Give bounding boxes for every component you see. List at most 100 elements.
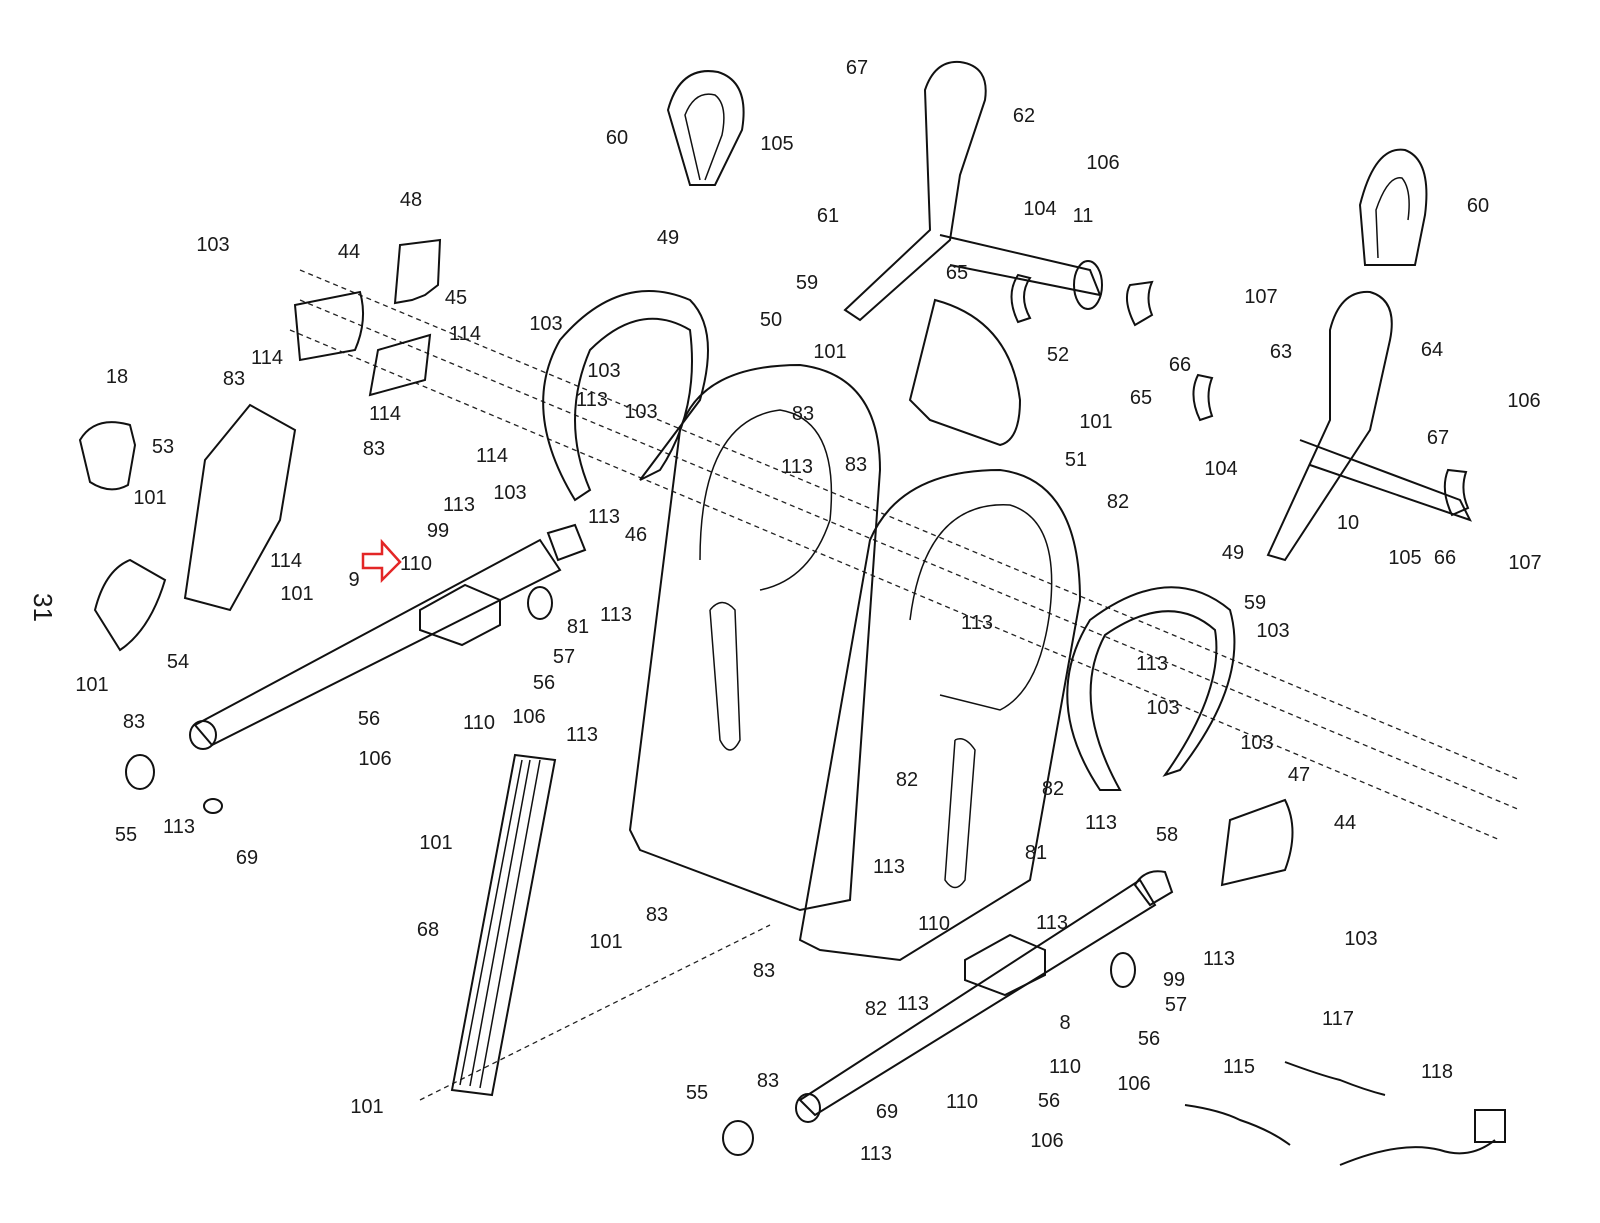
upper-handlebar-11 xyxy=(843,60,1154,327)
part-label-83: 83 xyxy=(844,454,868,476)
part-label-69: 69 xyxy=(235,847,259,869)
part-label-99: 99 xyxy=(1162,969,1186,991)
part-label-118: 118 xyxy=(1421,1061,1453,1083)
end-cap-44-right xyxy=(1220,798,1294,887)
part-label-65: 65 xyxy=(945,262,969,284)
part-label-114: 114 xyxy=(476,445,508,467)
part-label-103: 103 xyxy=(624,401,658,423)
frame-shell-51 xyxy=(798,468,1082,962)
part-label-53: 53 xyxy=(151,436,175,458)
part-label-110: 110 xyxy=(463,712,495,734)
page-number: 31 xyxy=(27,593,58,622)
part-label-64: 64 xyxy=(1420,339,1444,361)
part-label-56: 56 xyxy=(1137,1028,1161,1050)
cup-holder-18 xyxy=(78,421,137,491)
part-label-56: 56 xyxy=(357,708,381,730)
cord-115 xyxy=(1184,1104,1291,1146)
part-label-62: 62 xyxy=(1012,105,1036,127)
part-label-103: 103 xyxy=(1344,928,1378,950)
part-label-82: 82 xyxy=(1041,778,1065,800)
part-label-52: 52 xyxy=(1046,344,1070,366)
part-label-104: 104 xyxy=(1023,198,1057,220)
right-handlebar-10 xyxy=(1192,290,1472,562)
part-label-101: 101 xyxy=(589,931,623,953)
part-label-83: 83 xyxy=(362,438,386,460)
part-label-101: 101 xyxy=(813,341,847,363)
part-label-114: 114 xyxy=(251,347,283,369)
power-adapter-118 xyxy=(1339,1139,1496,1166)
arc-cover-49-right xyxy=(1066,586,1236,791)
part-label-105: 105 xyxy=(1388,547,1422,569)
part-label-101: 101 xyxy=(419,832,453,854)
stabilizer-8 xyxy=(722,870,1174,1156)
part-label-50: 50 xyxy=(759,309,783,331)
part-label-81: 81 xyxy=(566,616,590,638)
arc-cover-49-left xyxy=(542,290,709,502)
part-label-49: 49 xyxy=(1221,542,1245,564)
part-label-51: 51 xyxy=(1064,449,1088,471)
part-label-113: 113 xyxy=(781,456,813,478)
part-label-68: 68 xyxy=(416,919,440,941)
part-label-103: 103 xyxy=(1256,620,1290,642)
adapter-box-118 xyxy=(1474,1109,1506,1143)
part-label-106: 106 xyxy=(512,706,546,728)
part-label-101: 101 xyxy=(75,674,109,696)
part-label-83: 83 xyxy=(122,711,146,733)
part-label-58: 58 xyxy=(1155,824,1179,846)
part-label-11: 11 xyxy=(1072,205,1094,227)
part-label-106: 106 xyxy=(358,748,392,770)
part-label-56: 56 xyxy=(532,672,556,694)
part-label-57: 57 xyxy=(1164,994,1188,1016)
part-label-110: 110 xyxy=(400,553,432,575)
part-label-82: 82 xyxy=(864,998,888,1020)
part-label-59: 59 xyxy=(1243,592,1267,614)
part-label-83: 83 xyxy=(222,368,246,390)
part-label-103: 103 xyxy=(529,313,563,335)
part-label-110: 110 xyxy=(1049,1056,1081,1078)
end-cap-44-left xyxy=(293,290,365,362)
part-label-113: 113 xyxy=(1203,948,1235,970)
part-label-55: 55 xyxy=(685,1082,709,1104)
side-cover-53 xyxy=(183,403,297,612)
part-label-54: 54 xyxy=(166,651,190,673)
part-label-56: 56 xyxy=(1037,1090,1061,1112)
part-label-67: 67 xyxy=(845,57,869,79)
part-label-107: 107 xyxy=(1244,286,1278,308)
part-label-10: 10 xyxy=(1336,512,1360,534)
part-label-59: 59 xyxy=(795,272,819,294)
part-label-113: 113 xyxy=(443,494,475,516)
part-label-44: 44 xyxy=(1333,812,1357,834)
part-label-106: 106 xyxy=(1030,1130,1064,1152)
part-label-105: 105 xyxy=(760,133,794,155)
part-label-67: 67 xyxy=(1426,427,1450,449)
part-label-83: 83 xyxy=(645,904,669,926)
part-label-60: 60 xyxy=(605,127,629,149)
part-label-83: 83 xyxy=(756,1070,780,1092)
part-label-110: 110 xyxy=(918,913,950,935)
part-label-47: 47 xyxy=(1287,764,1311,786)
part-label-101: 101 xyxy=(350,1096,384,1118)
part-label-114: 114 xyxy=(449,323,481,345)
highlight-arrow-icon xyxy=(361,538,402,584)
part-label-101: 101 xyxy=(280,583,314,605)
part-label-82: 82 xyxy=(895,769,919,791)
part-label-113: 113 xyxy=(1085,812,1117,834)
part-label-46: 46 xyxy=(624,524,648,546)
part-label-110: 110 xyxy=(946,1091,978,1113)
part-label-65: 65 xyxy=(1129,387,1153,409)
part-label-48: 48 xyxy=(399,189,423,211)
part-label-113: 113 xyxy=(1036,912,1068,934)
part-label-44: 44 xyxy=(337,241,361,263)
part-label-104: 104 xyxy=(1204,458,1238,480)
part-label-103: 103 xyxy=(587,360,621,382)
bracket-48 xyxy=(393,238,442,305)
part-label-63: 63 xyxy=(1269,341,1293,363)
part-label-83: 83 xyxy=(752,960,776,982)
part-label-101: 101 xyxy=(1079,411,1113,433)
part-label-113: 113 xyxy=(897,993,929,1015)
part-label-113: 113 xyxy=(1136,653,1168,675)
part-label-55: 55 xyxy=(114,824,138,846)
rail-68 xyxy=(450,753,557,1097)
part-label-66: 66 xyxy=(1168,354,1192,376)
part-label-114: 114 xyxy=(369,403,401,425)
